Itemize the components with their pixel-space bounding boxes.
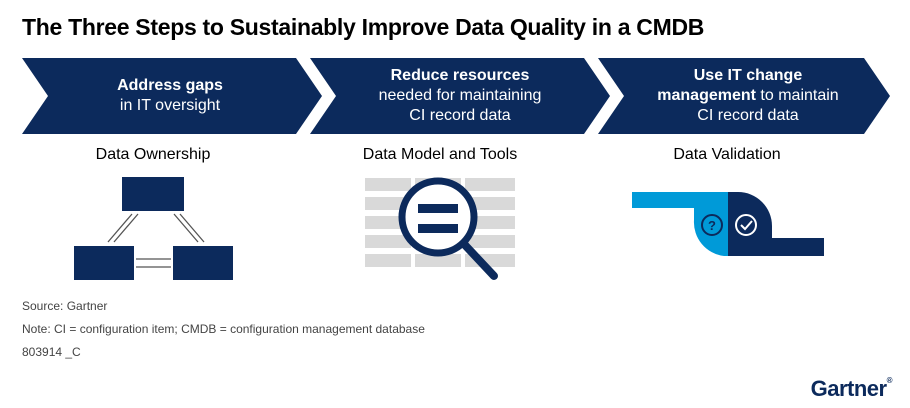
chevron-step-2 <box>310 58 610 134</box>
source-text: Source: Gartner <box>22 299 108 313</box>
page-title: The Three Steps to Sustainably Improve D… <box>22 14 705 40</box>
step-3-text: Use IT change management to maintain CI … <box>657 67 839 124</box>
step-2-text: Reduce resources needed for maintaining … <box>378 67 542 124</box>
hierarchy-boxes-icon <box>74 177 233 280</box>
step-3-label: Data Validation <box>673 146 781 163</box>
question-icon <box>701 214 723 236</box>
validation-pipe-icon: ? <box>632 192 824 256</box>
step-1-text: Address gaps in IT oversight <box>117 77 223 114</box>
chevron-banner <box>22 58 890 134</box>
note-text: Note: CI = configuration item; CMDB = co… <box>22 322 425 336</box>
step-1-label: Data Ownership <box>95 146 211 163</box>
gartner-logo: Gartner® <box>810 376 893 401</box>
chevron-step-1 <box>22 58 322 134</box>
document-id: 803914 _C <box>22 345 81 359</box>
step-2-label: Data Model and Tools <box>362 146 518 163</box>
magnifier-table-icon <box>365 177 515 280</box>
check-icon <box>735 214 757 236</box>
chevron-step-3 <box>598 58 890 134</box>
svg-text:?: ? <box>708 218 716 233</box>
